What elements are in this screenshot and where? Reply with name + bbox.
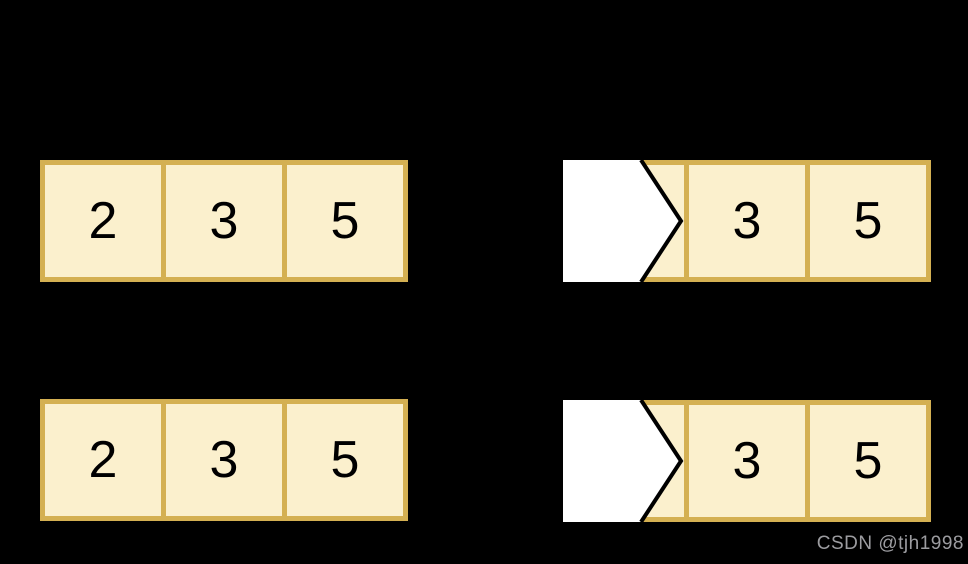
array-cell: 5	[282, 399, 408, 521]
array-cell: 3	[684, 400, 810, 522]
cell-value: 5	[853, 192, 883, 250]
array-cell: 2	[40, 160, 166, 282]
front-pointer-arrow-icon	[563, 158, 684, 284]
array-cell: 3	[161, 160, 287, 282]
cell-value: 3	[209, 192, 239, 250]
cell-value: 3	[209, 431, 239, 489]
cell-value: 5	[853, 432, 883, 490]
queue-array-top-after: 3 5	[563, 158, 931, 284]
queue-array-bottom-after: 3 5	[563, 398, 931, 524]
cell-value: 2	[88, 431, 118, 489]
array-cell: 3	[684, 160, 810, 282]
watermark-text: CSDN @tjh1998	[816, 533, 964, 554]
array-cell: 5	[282, 160, 408, 282]
cell-value: 2	[88, 192, 118, 250]
cell-value: 3	[732, 432, 762, 490]
array-cell: 5	[805, 160, 931, 282]
cell-value: 5	[330, 431, 360, 489]
array-cell: 5	[805, 400, 931, 522]
array-cell: 3	[161, 399, 287, 521]
front-pointer-arrow-icon	[563, 398, 684, 524]
cell-value: 3	[732, 192, 762, 250]
queue-array-bottom-before: 2 3 5	[40, 399, 408, 521]
queue-array-top-before: 2 3 5	[40, 160, 408, 282]
cell-value: 5	[330, 192, 360, 250]
array-cell: 2	[40, 399, 166, 521]
